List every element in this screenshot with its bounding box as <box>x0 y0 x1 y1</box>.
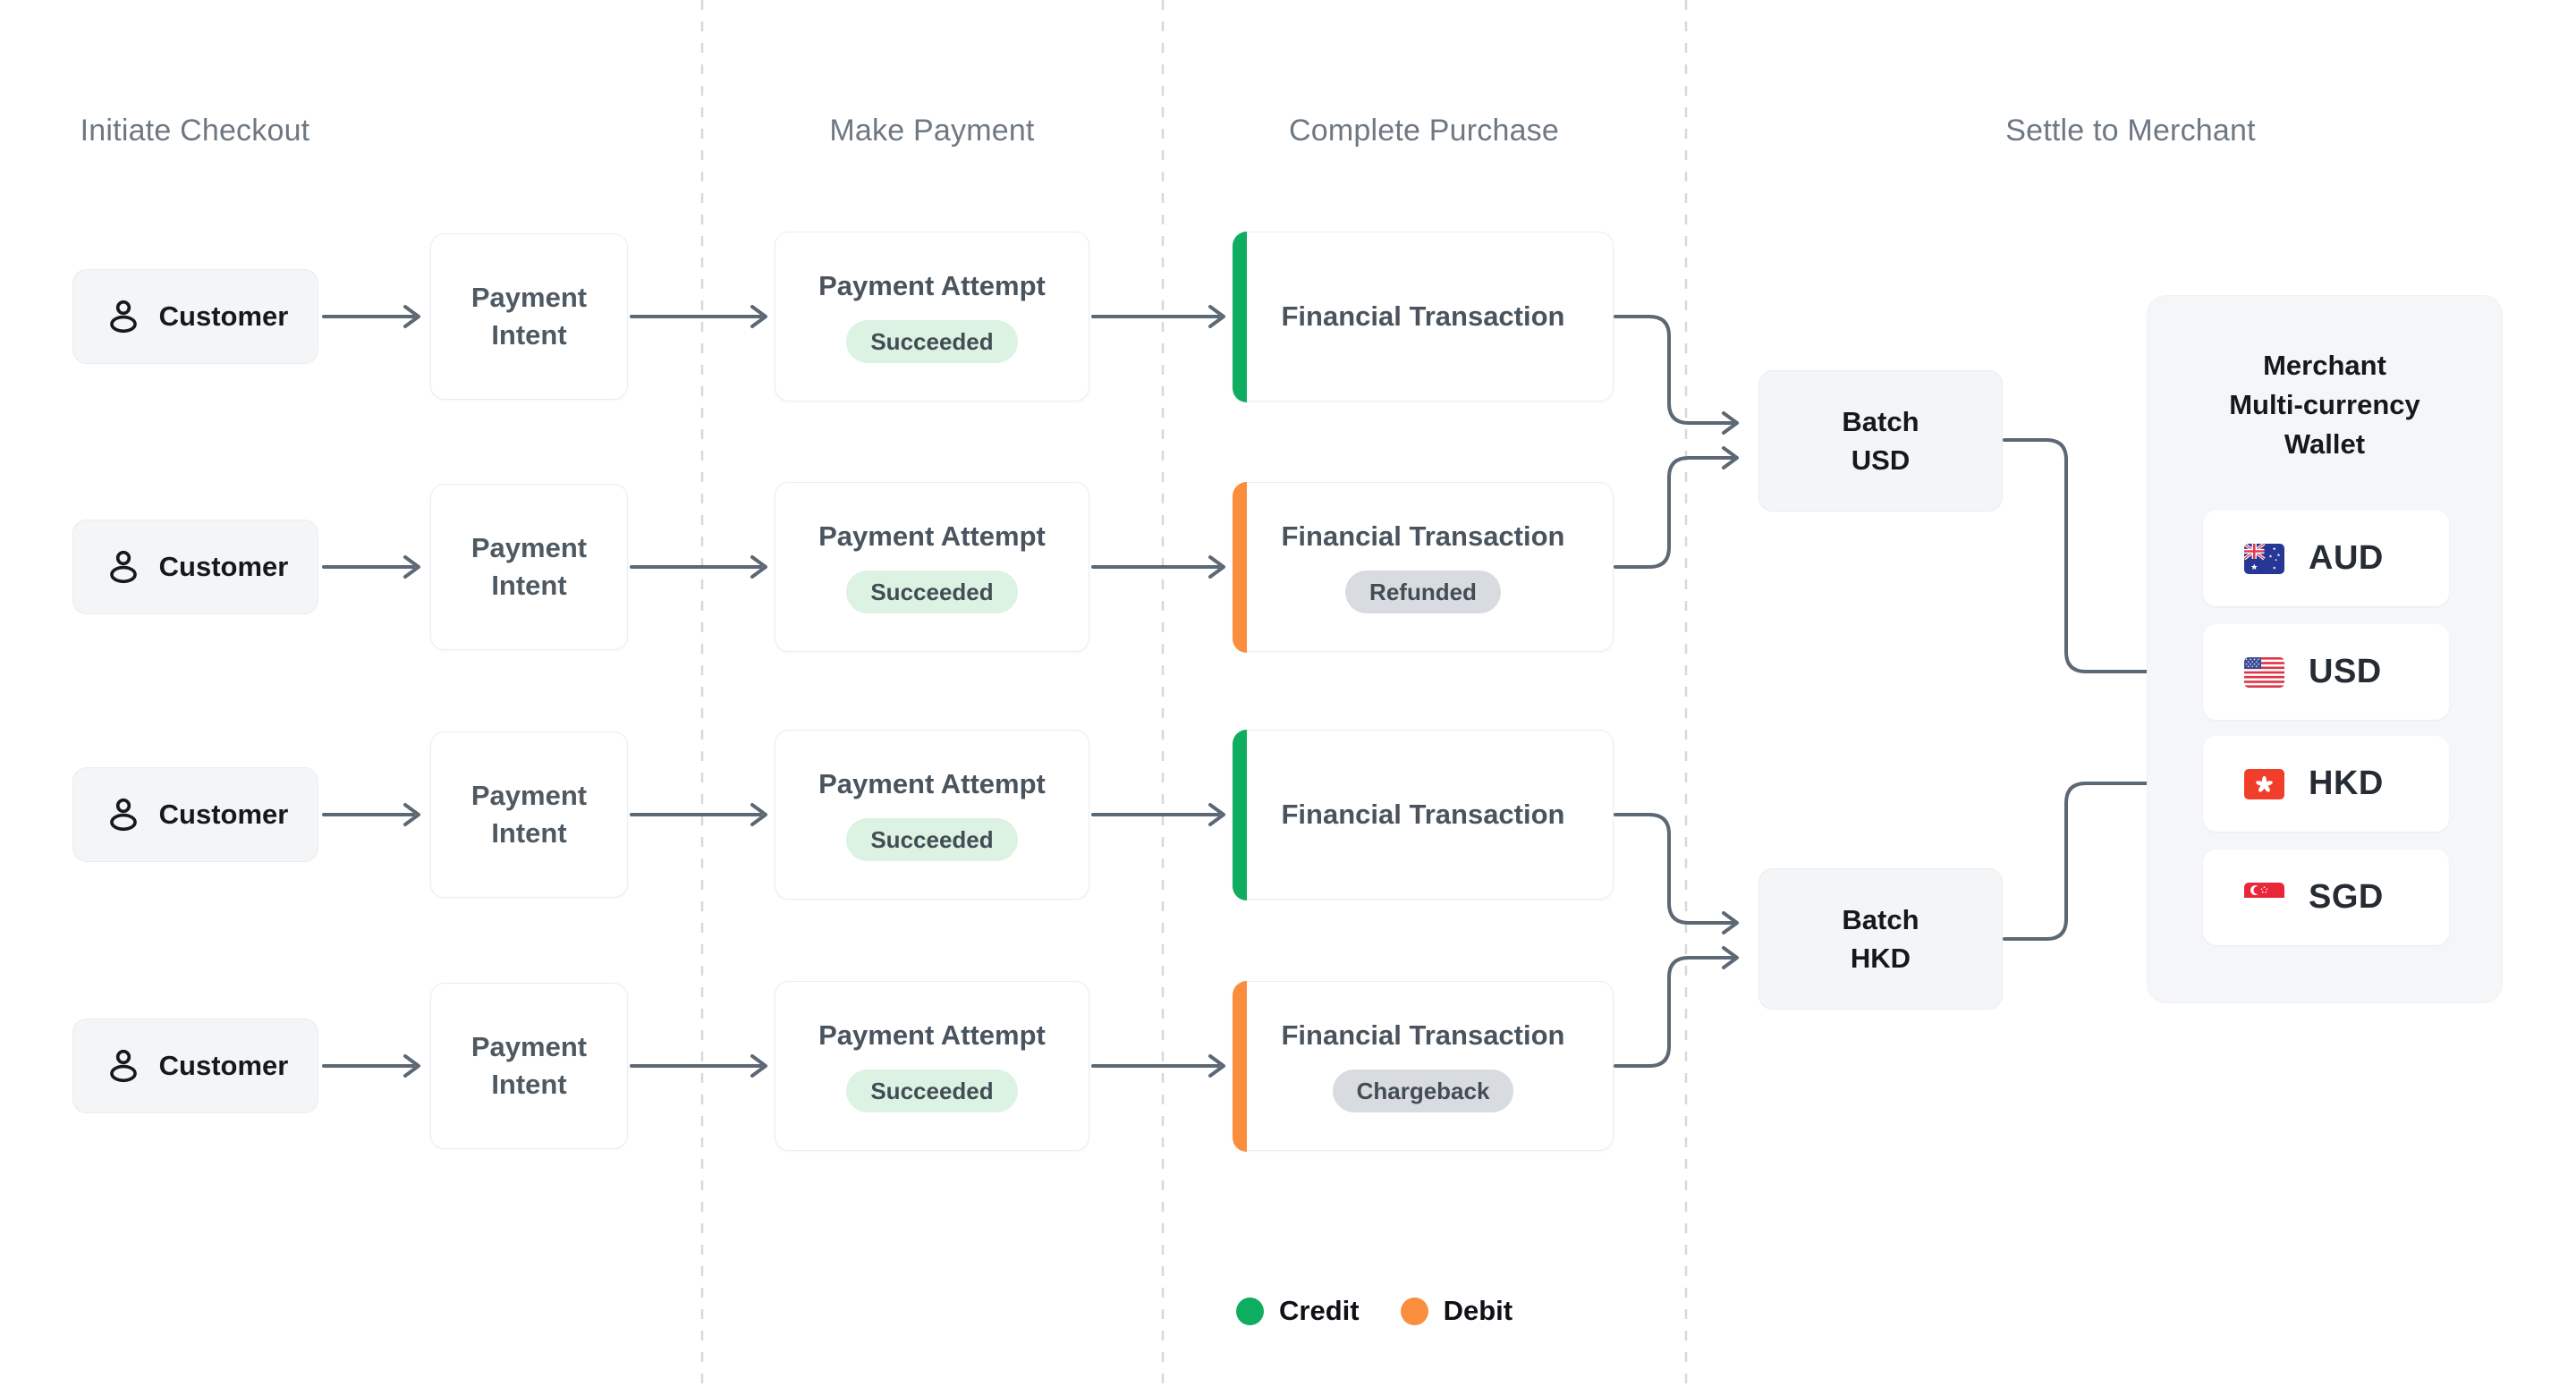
column-header-initiate-checkout: Initiate Checkout <box>80 114 310 148</box>
payment-intent-node: Payment Intent <box>430 484 628 650</box>
customer-node: Customer <box>72 1019 318 1113</box>
status-badge-refunded: Refunded <box>1345 570 1501 614</box>
financial-transaction-label: Financial Transaction <box>1281 1019 1565 1051</box>
legend-item-debit: Debit <box>1400 1295 1513 1327</box>
batch-currency: HKD <box>1850 943 1911 974</box>
legend-item-credit: Credit <box>1236 1295 1360 1327</box>
batch-hkd-node: Batch HKD <box>1758 868 2003 1010</box>
payment-intent-node: Payment Intent <box>430 983 628 1149</box>
column-header-settle-to-merchant: Settle to Merchant <box>2005 114 2256 148</box>
arrow-transaction4-to-batch-hkd <box>1614 946 1739 1068</box>
arrow-attempt-to-transaction-row4 <box>1091 1054 1225 1078</box>
arrow-intent-to-attempt-row4 <box>630 1054 767 1078</box>
debit-bar <box>1232 481 1247 653</box>
arrow-transaction2-to-batch-usd <box>1614 446 1739 569</box>
arrow-intent-to-attempt-row1 <box>630 305 767 328</box>
arrow-transaction1-to-batch-usd <box>1614 315 1739 435</box>
financial-transaction-node: Financial Transaction <box>1232 231 1614 402</box>
currency-code: SGD <box>2309 878 2384 916</box>
payment-attempt-label: Payment Attempt <box>818 269 1046 301</box>
hong-kong-flag-icon <box>2244 768 2284 799</box>
legend: Credit Debit <box>1236 1295 1513 1327</box>
payment-attempt-node: Payment Attempt Succeeded <box>775 981 1089 1151</box>
credit-bar <box>1232 729 1247 900</box>
person-icon <box>109 300 137 334</box>
financial-transaction-label: Financial Transaction <box>1281 300 1565 332</box>
customer-label: Customer <box>158 799 289 830</box>
column-dividers <box>700 0 1688 1395</box>
person-icon <box>109 1049 137 1083</box>
payment-intent-label: Payment Intent <box>470 282 588 351</box>
credit-dot-icon <box>1236 1297 1264 1325</box>
wallet-title: Merchant Multi-currency Wallet <box>2148 346 2502 464</box>
arrow-intent-to-attempt-row3 <box>630 803 767 826</box>
column-header-make-payment: Make Payment <box>829 114 1035 148</box>
financial-transaction-node: Financial Transaction Chargeback <box>1232 980 1614 1152</box>
batch-label: Batch <box>1842 406 1919 437</box>
arrow-attempt-to-transaction-row3 <box>1091 803 1225 826</box>
payment-attempt-label: Payment Attempt <box>818 767 1046 799</box>
wallet-title-line1: Merchant <box>2263 350 2386 381</box>
payment-attempt-label: Payment Attempt <box>818 520 1046 552</box>
batch-usd-node: Batch USD <box>1758 370 2003 512</box>
financial-transaction-label: Financial Transaction <box>1281 520 1565 552</box>
payment-intent-label: Payment Intent <box>470 1031 588 1100</box>
wallet-title-line2: Multi-currency <box>2229 389 2420 420</box>
customer-node: Customer <box>72 767 318 862</box>
arrow-transaction3-to-batch-hkd <box>1614 813 1739 934</box>
batch-label: Batch <box>1842 904 1919 935</box>
payment-attempt-node: Payment Attempt Succeeded <box>775 482 1089 652</box>
arrow-intent-to-attempt-row2 <box>630 555 767 579</box>
payment-attempt-node: Payment Attempt Succeeded <box>775 232 1089 402</box>
payment-intent-node: Payment Intent <box>430 731 628 898</box>
payment-intent-label: Payment Intent <box>470 780 588 849</box>
merchant-wallet-panel: Merchant Multi-currency Wallet <box>2147 295 2503 1003</box>
wallet-row-aud: AUD <box>2203 511 2449 606</box>
column-header-complete-purchase: Complete Purchase <box>1289 114 1559 148</box>
wallet-row-hkd: HKD <box>2203 736 2449 832</box>
currency-code: USD <box>2309 653 2382 690</box>
arrow-customer-to-intent-row4 <box>322 1054 420 1078</box>
wallet-row-usd: USD <box>2203 624 2449 720</box>
australia-flag-icon <box>2244 543 2284 574</box>
arrow-customer-to-intent-row3 <box>322 803 420 826</box>
status-badge-succeeded: Succeeded <box>846 319 1018 364</box>
arrow-customer-to-intent-row2 <box>322 555 420 579</box>
singapore-flag-icon <box>2244 882 2284 913</box>
status-badge-succeeded: Succeeded <box>846 817 1018 862</box>
wallet-title-line3: Wallet <box>2284 428 2366 460</box>
arrow-attempt-to-transaction-row2 <box>1091 555 1225 579</box>
status-badge-succeeded: Succeeded <box>846 1069 1018 1113</box>
legend-debit-label: Debit <box>1443 1295 1513 1326</box>
customer-label: Customer <box>158 1050 289 1081</box>
status-badge-chargeback: Chargeback <box>1332 1069 1514 1113</box>
currency-code: AUD <box>2309 539 2384 577</box>
status-badge-succeeded: Succeeded <box>846 570 1018 614</box>
financial-transaction-node: Financial Transaction Refunded <box>1232 481 1614 653</box>
person-icon <box>109 550 137 584</box>
credit-bar <box>1232 231 1247 402</box>
customer-label: Customer <box>158 300 289 332</box>
customer-label: Customer <box>158 551 289 582</box>
wallet-row-sgd: SGD <box>2203 850 2449 945</box>
payment-intent-node: Payment Intent <box>430 233 628 400</box>
customer-node: Customer <box>72 520 318 614</box>
customer-node: Customer <box>72 269 318 364</box>
legend-credit-label: Credit <box>1279 1295 1360 1326</box>
arrow-attempt-to-transaction-row1 <box>1091 305 1225 328</box>
debit-bar <box>1232 980 1247 1152</box>
payment-attempt-label: Payment Attempt <box>818 1019 1046 1051</box>
payment-intent-label: Payment Intent <box>470 532 588 601</box>
financial-transaction-label: Financial Transaction <box>1281 799 1565 830</box>
batch-currency: USD <box>1851 444 1911 476</box>
currency-code: HKD <box>2309 765 2384 802</box>
arrow-customer-to-intent-row1 <box>322 305 420 328</box>
debit-dot-icon <box>1400 1297 1428 1325</box>
united-states-flag-icon <box>2244 656 2284 688</box>
financial-transaction-node: Financial Transaction <box>1232 729 1614 900</box>
person-icon <box>109 798 137 832</box>
payment-attempt-node: Payment Attempt Succeeded <box>775 730 1089 900</box>
